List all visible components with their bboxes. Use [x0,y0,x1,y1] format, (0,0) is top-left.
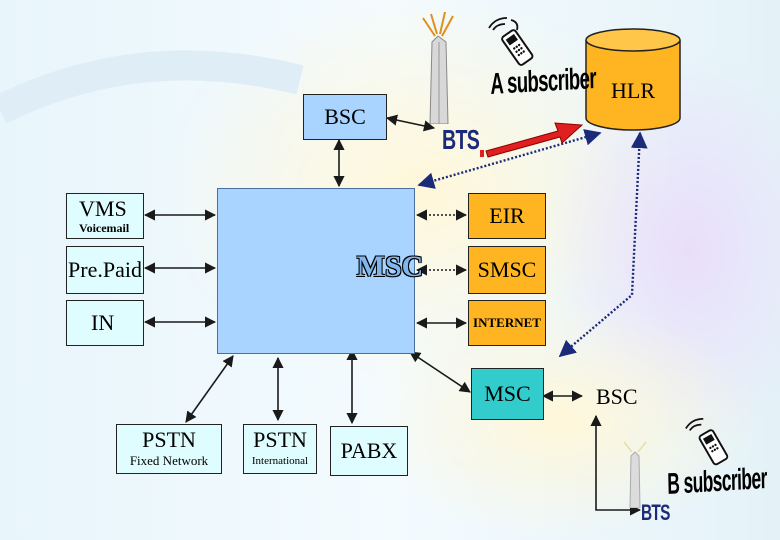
in-box[interactable]: IN [66,300,144,346]
mobile-phone-icon [685,417,729,466]
pstn-fixed-sub-label: Fixed Network [129,453,209,468]
vms-label: VMS [79,196,127,221]
pabx-label: PABX [340,438,398,463]
msc-secondary-box[interactable]: MSC [471,368,544,420]
pabx-box[interactable]: PABX [330,426,408,476]
link-hlr-msc2 [558,131,648,358]
bts-tower-icon [422,12,454,124]
bts-bottom-label: BTS [641,500,670,525]
link-msc-msc2 [409,351,471,393]
vms-sub-label: Voicemail [79,221,130,235]
pstn-intl-label: PSTN [253,427,307,452]
pstn-intl-sub-label: International [251,455,309,467]
bsc-top-label: BSC [324,104,366,129]
smsc-box[interactable]: SMSC [468,246,546,294]
bsc-right-label: BSC [596,384,638,409]
hlr-label: HLR [611,78,655,103]
msc-main-box[interactable] [217,188,415,354]
msc-secondary-label: MSC [484,381,531,406]
prepaid-box[interactable]: Pre.Paid [66,246,144,294]
eir-label: EIR [489,203,525,228]
internet-label: INTERNET [473,315,541,330]
in-label: IN [91,310,115,335]
pstn-fixed-box[interactable]: PSTN Fixed Network [116,424,222,474]
prepaid-label: Pre.Paid [68,257,142,282]
bsc-top-box[interactable]: BSC [303,94,387,140]
eir-box[interactable]: EIR [468,193,546,239]
link-bsc-bts [385,114,436,132]
b-subscriber-label: B subscriber [667,462,768,501]
bts-tower-icon [623,441,647,508]
bts-top-label: BTS [442,124,480,155]
link-bsc-bts-bottom [590,414,642,516]
pstn-intl-box[interactable]: PSTN International [243,424,317,474]
mobile-phone-icon [488,17,534,66]
link-msc-pstn-fixed [185,355,234,423]
signal-arrow-icon [480,122,584,158]
msc-main-label: MSC [356,250,424,283]
internet-box[interactable]: INTERNET [468,300,546,346]
vms-box[interactable]: VMS Voicemail [66,193,144,239]
smsc-label: SMSC [477,257,537,282]
a-subscriber-label: A subscriber [490,62,597,101]
pstn-fixed-label: PSTN [142,427,196,452]
hlr-database-icon [585,28,681,131]
